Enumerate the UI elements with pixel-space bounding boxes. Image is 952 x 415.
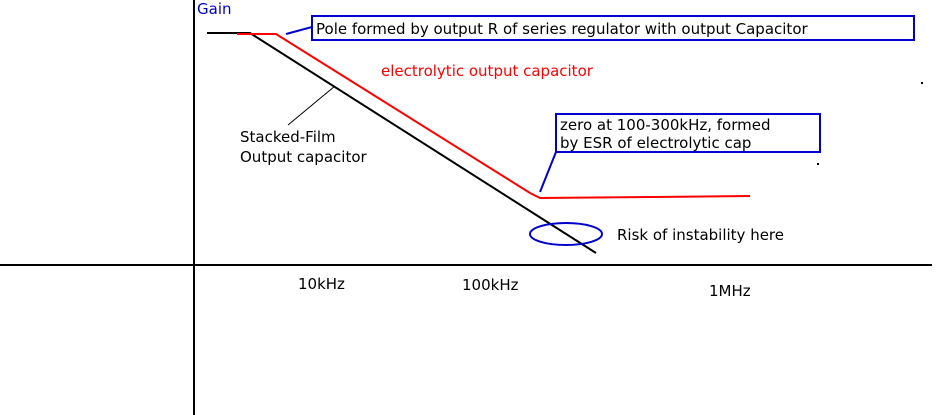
instability-label: Risk of instability here xyxy=(617,226,784,244)
zero-callout-line1: zero at 100-300kHz, formed xyxy=(560,116,771,134)
stray-dot xyxy=(817,163,819,165)
zero-callout-leader xyxy=(539,151,557,193)
electrolytic-label: electrolytic output capacitor xyxy=(381,62,594,80)
film-label-line1: Stacked-Film xyxy=(240,128,336,146)
pole-callout-leader xyxy=(285,26,313,35)
x-tick-10khz: 10kHz xyxy=(298,275,345,293)
film-label-line2: Output capacitor xyxy=(240,148,367,166)
pole-callout-text: Pole formed by output R of series regula… xyxy=(316,20,808,38)
instability-ellipse xyxy=(529,222,603,246)
film-leader-line xyxy=(287,85,336,126)
electrolytic-capacitor-curve xyxy=(237,33,751,200)
zero-callout-box xyxy=(555,113,821,153)
x-tick-100khz: 100kHz xyxy=(462,276,519,294)
y-axis-label: Gain xyxy=(197,0,232,18)
x-tick-1mhz: 1MHz xyxy=(709,282,751,300)
stray-dot xyxy=(921,82,923,84)
zero-callout-line2: by ESR of electrolytic cap xyxy=(560,134,751,152)
pole-callout-box xyxy=(311,15,915,41)
